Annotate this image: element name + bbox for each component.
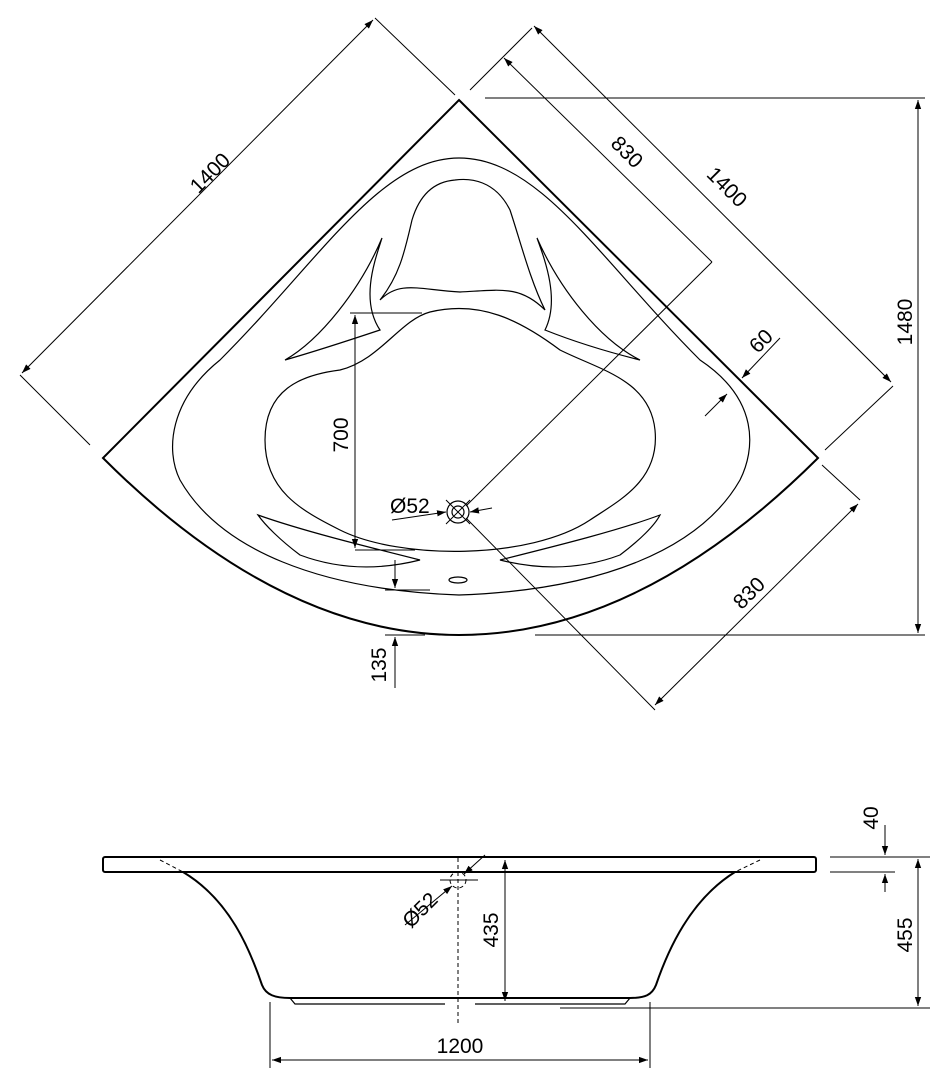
tub-body bbox=[182, 871, 736, 999]
headrest bbox=[379, 178, 546, 311]
dim-side-drain-diameter: Ø52 bbox=[398, 888, 442, 932]
dim-rim-width: 60 bbox=[745, 325, 778, 358]
drain-inner bbox=[451, 505, 465, 519]
dim-drain-diameter: Ø52 bbox=[390, 495, 430, 518]
rim bbox=[102, 856, 817, 873]
armrest-right bbox=[536, 237, 641, 361]
dim-rim-thickness: 40 bbox=[860, 806, 883, 829]
dim-total-height: 455 bbox=[894, 917, 917, 952]
tub-feet bbox=[289, 997, 631, 1005]
drain-outer bbox=[446, 500, 470, 524]
side-view: Ø52 435 455 40 1200 bbox=[102, 806, 930, 1068]
dim-left-side: 1400 bbox=[186, 149, 235, 198]
armrest-left bbox=[284, 237, 383, 361]
dim-inner-length: 700 bbox=[330, 417, 353, 452]
inner-basin-outer bbox=[171, 157, 751, 596]
dim-depth-total: 1480 bbox=[894, 299, 917, 346]
inner-basin-floor bbox=[264, 307, 656, 552]
overflow-hole bbox=[448, 576, 468, 584]
dim-overflow-offset: 135 bbox=[368, 647, 391, 682]
dim-base-width: 1200 bbox=[437, 1035, 484, 1058]
top-view: 1400 1400 830 1480 60 830 700 135 Ø52 bbox=[19, 17, 925, 711]
dim-drain-to-back: 830 bbox=[606, 132, 647, 173]
dim-drain-to-side: 830 bbox=[729, 573, 770, 614]
footrest-right bbox=[499, 513, 662, 568]
dim-right-side: 1400 bbox=[702, 163, 751, 212]
footrest-left bbox=[256, 513, 421, 568]
dim-inner-depth: 435 bbox=[480, 912, 503, 947]
